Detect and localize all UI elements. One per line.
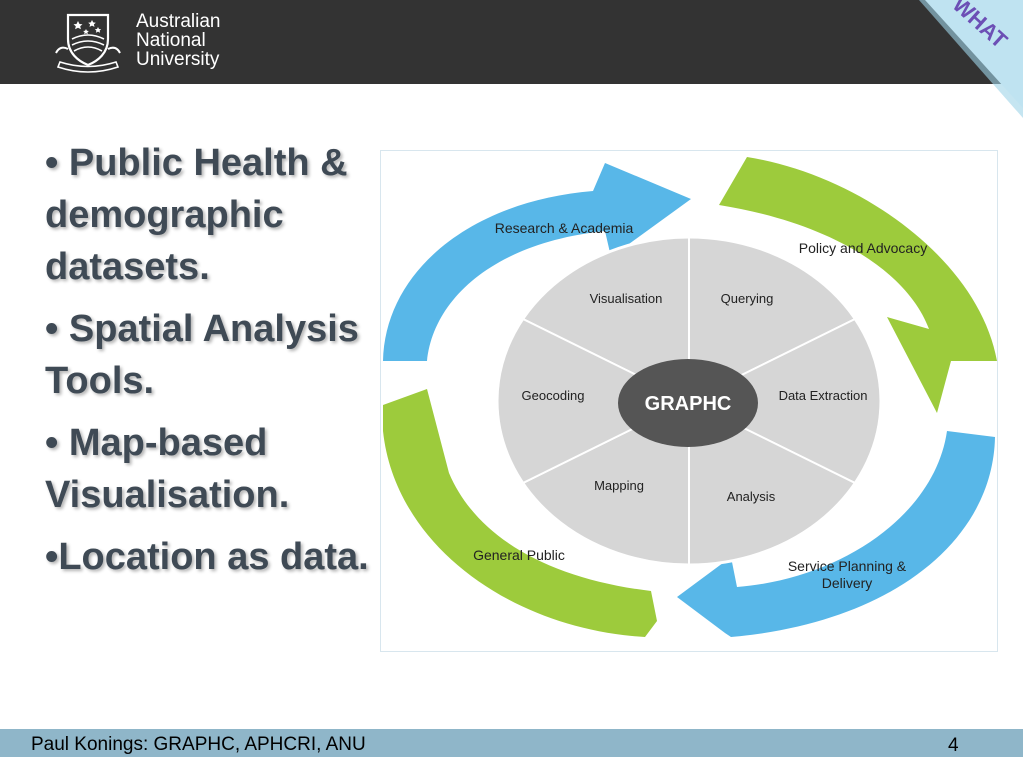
outer-label-service-1: Service Planning &	[788, 558, 907, 574]
brand-line-1: Australian	[136, 11, 221, 32]
bullet-item: • Spatial Analysis Tools.	[45, 303, 375, 407]
bullet-item: • Map-based Visualisation.	[45, 417, 375, 521]
inner-label-data-extraction: Data Extraction	[779, 388, 868, 403]
graphc-center	[618, 359, 758, 447]
bullet-marker: •	[45, 536, 59, 578]
bullet-text: Map-based Visualisation.	[45, 422, 290, 516]
brand-line-3: University	[136, 49, 220, 70]
footer-credit: Paul Konings: GRAPHC, APHCRI, ANU	[31, 734, 366, 755]
bullet-marker: •	[45, 422, 59, 464]
bullet-item: •Location as data.	[45, 531, 375, 583]
brand-line-2: National	[136, 30, 206, 51]
service-arrow	[677, 431, 995, 637]
outer-label-service-2: Delivery	[822, 575, 873, 591]
bullet-item: • Public Health & demographic datasets.	[45, 137, 375, 293]
inner-label-visualisation: Visualisation	[590, 291, 663, 306]
anu-crest-icon	[55, 13, 121, 73]
policy-arrow	[719, 157, 997, 413]
public-arrow	[383, 389, 657, 637]
bullet-text: Public Health & demographic datasets.	[45, 142, 348, 288]
graphc-cycle-svg: GRAPHC Visualisation Querying Data Extra…	[383, 157, 997, 637]
outer-label-research: Research & Academia	[495, 220, 634, 236]
corner-tab: WHAT	[919, 0, 1023, 118]
inner-label-querying: Querying	[721, 291, 774, 306]
research-arrow	[383, 163, 691, 361]
page-number: 4	[948, 735, 959, 756]
bullet-marker: •	[45, 142, 59, 184]
bullet-marker: •	[45, 308, 59, 350]
inner-label-mapping: Mapping	[594, 478, 644, 493]
outer-label-public: General Public	[473, 547, 565, 563]
slide-footer: Paul Konings: GRAPHC, APHCRI, ANU 4	[0, 729, 1023, 757]
bullet-list: • Public Health & demographic datasets. …	[45, 137, 375, 593]
graphc-diagram: GRAPHC Visualisation Querying Data Extra…	[380, 150, 998, 652]
slide-header: Australian National University	[0, 0, 1023, 84]
bullet-text: Location as data.	[58, 536, 369, 578]
university-wordmark: Australian National University	[136, 12, 221, 69]
center-label: GRAPHC	[645, 393, 732, 415]
bullet-text: Spatial Analysis Tools.	[45, 308, 359, 402]
inner-label-analysis: Analysis	[727, 489, 776, 504]
inner-label-geocoding: Geocoding	[522, 388, 585, 403]
outer-label-policy: Policy and Advocacy	[799, 240, 927, 256]
